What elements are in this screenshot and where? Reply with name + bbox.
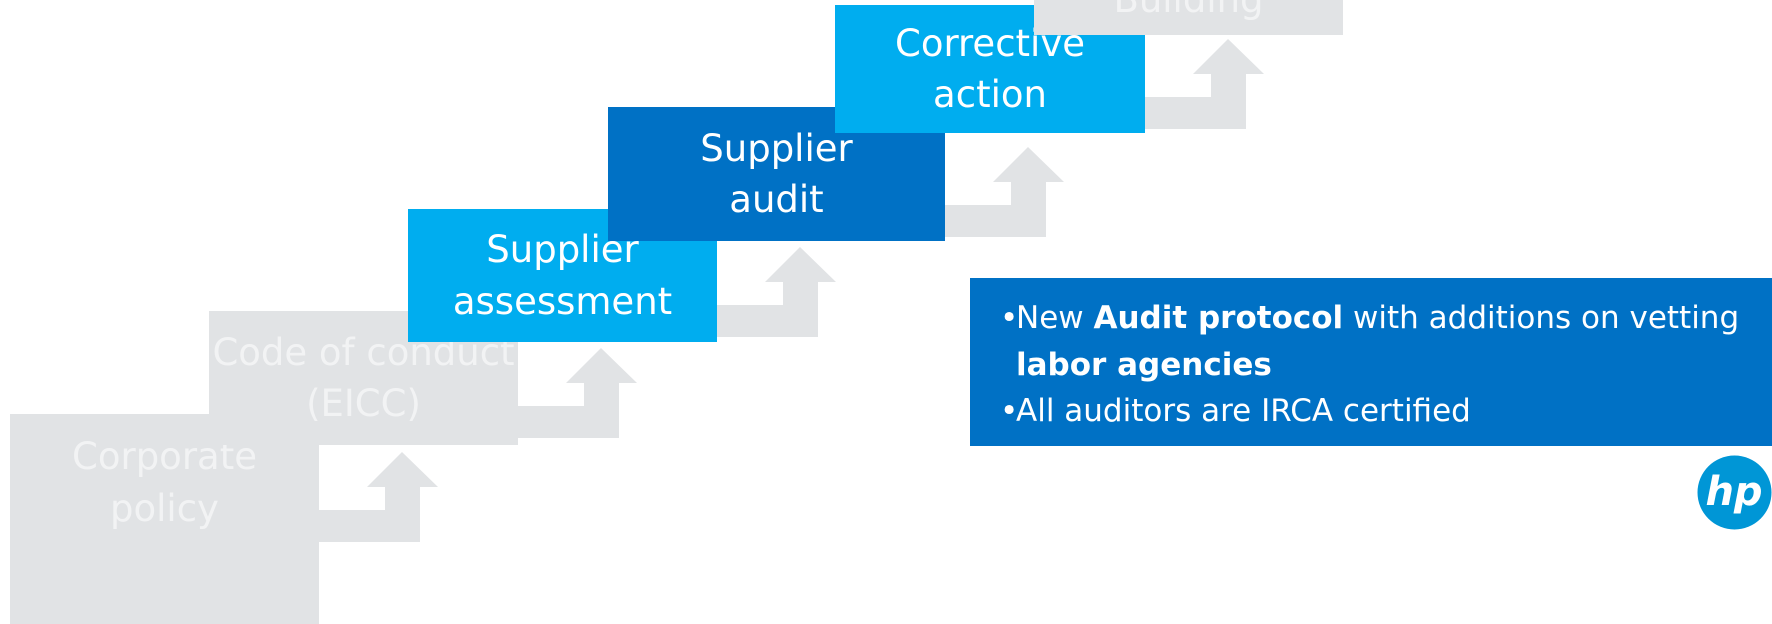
hp-logo-icon: hp — [1697, 455, 1772, 530]
connector-arrow-4 — [945, 147, 1064, 237]
bullet-bold-text: labor agencies — [1016, 346, 1272, 383]
step-label: Supplier audit — [700, 126, 853, 221]
bullet-text: All auditors are IRCA certified — [1016, 393, 1471, 429]
connector-arrow-2 — [518, 348, 637, 438]
logo-text: hp — [1705, 469, 1762, 515]
step-building: Building — [1034, 0, 1343, 35]
step-label: Code of conduct (EICC) — [212, 330, 515, 425]
step-label: Building — [1113, 0, 1263, 25]
step-label: Corporate policy — [72, 435, 257, 530]
connector-arrow-3 — [717, 247, 836, 337]
callout-box: New Audit protocol with additions on vet… — [970, 278, 1772, 446]
step-supplier-assessment: Supplier assessment — [408, 209, 717, 342]
bullet-bold-text: Audit protocol — [1093, 300, 1344, 336]
step-label: Supplier assessment — [452, 228, 673, 323]
step-code-of-conduct: Code of conduct (EICC) — [209, 311, 518, 445]
step-connector-arrows — [319, 39, 1264, 542]
callout-bullet-1: New Audit protocol with additions on vet… — [1000, 295, 1772, 388]
bullet-text: New — [1016, 300, 1094, 336]
step-corporate-policy: Corporate policy — [10, 414, 319, 624]
connector-arrow-1 — [319, 452, 438, 542]
bullet-text: with additions on vetting — [1343, 300, 1740, 336]
connector-arrow-5 — [1145, 39, 1264, 129]
callout-bullet-2: All auditors are IRCA certified — [1000, 388, 1772, 435]
